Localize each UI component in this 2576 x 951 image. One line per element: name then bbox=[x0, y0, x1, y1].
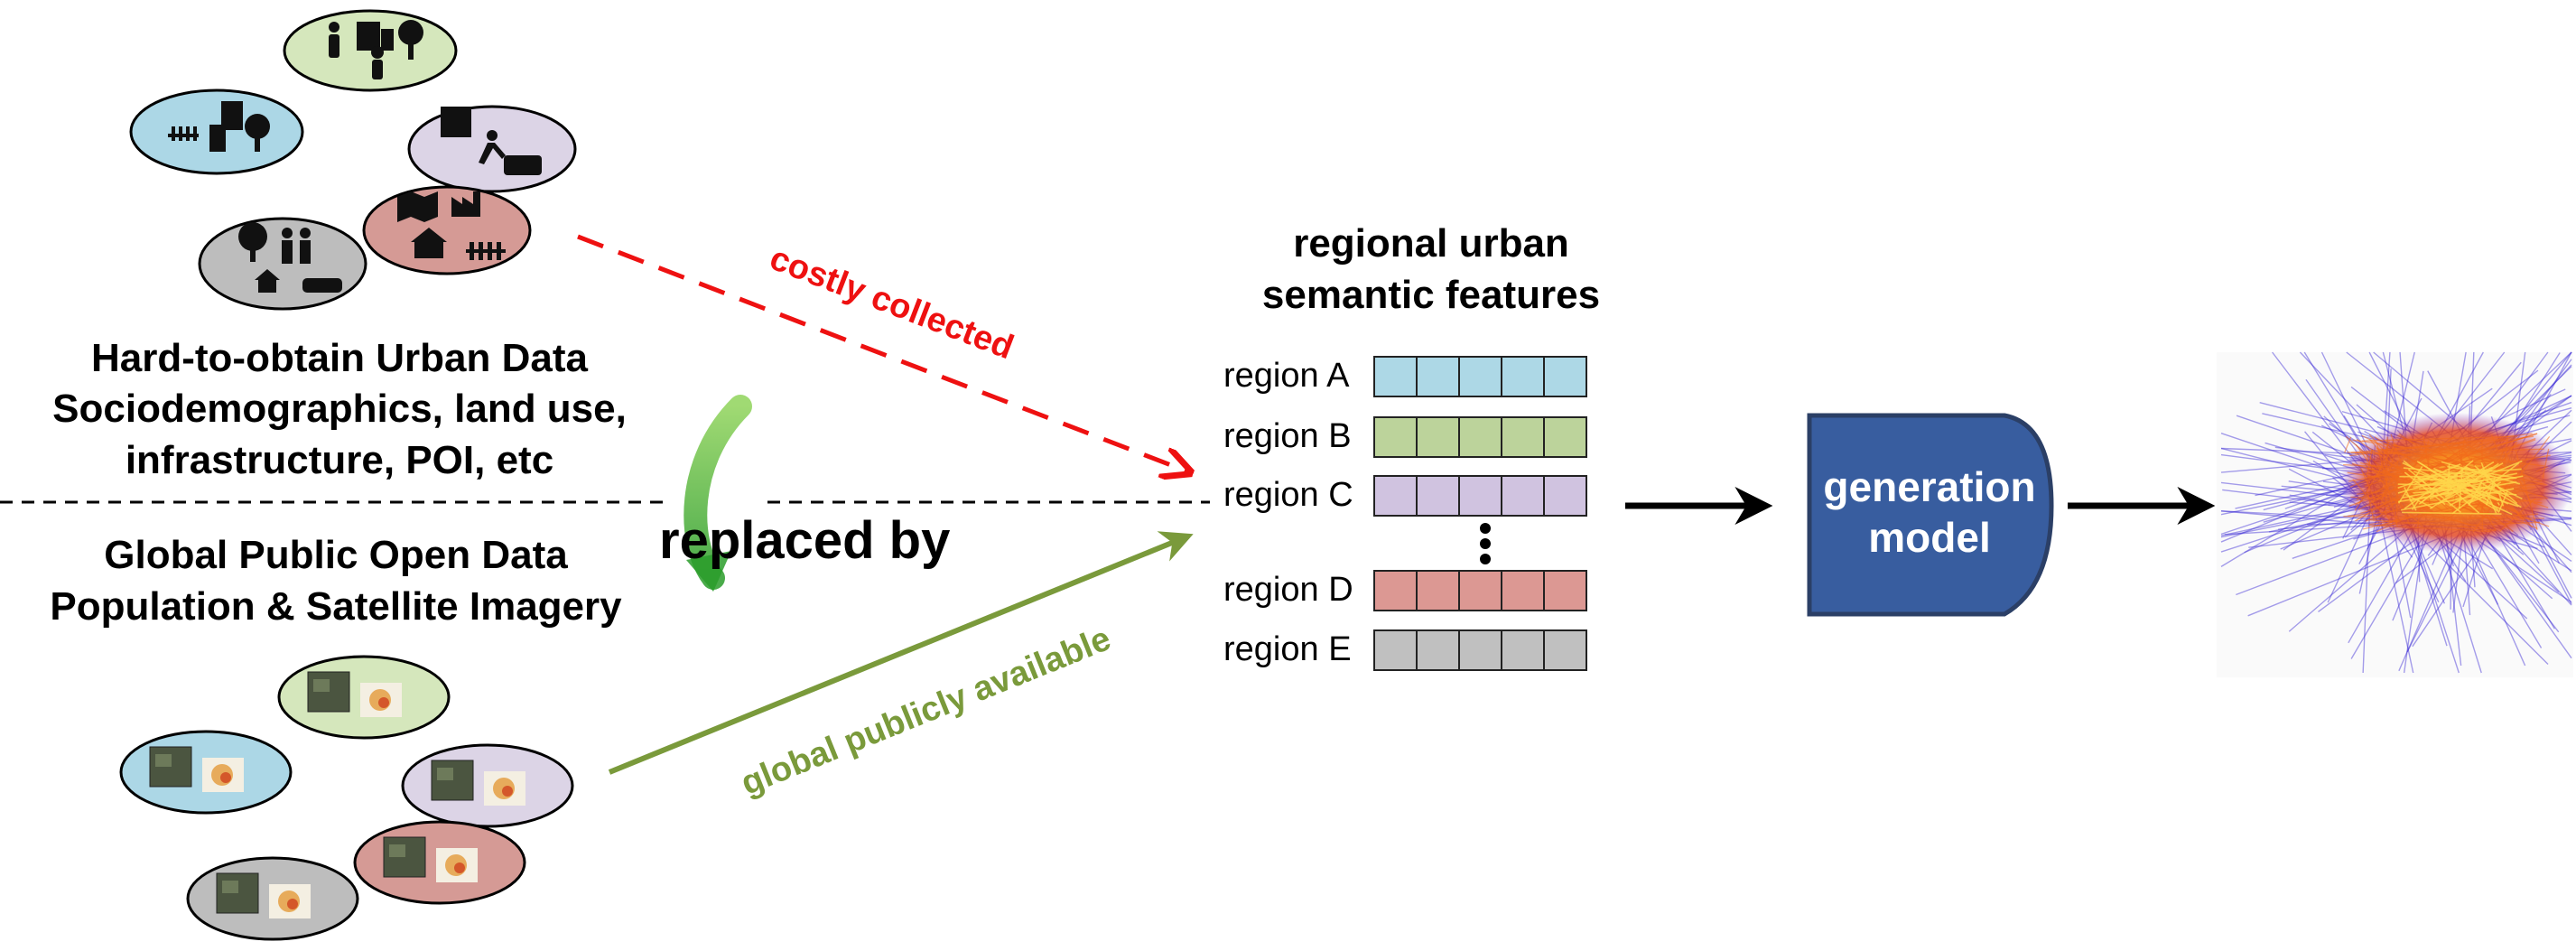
region-row bbox=[1374, 630, 1586, 670]
model-label-line1: generation bbox=[1823, 462, 2035, 511]
feature-cell bbox=[1459, 630, 1502, 670]
feature-cell bbox=[1544, 630, 1586, 670]
feature-cell bbox=[1459, 571, 1502, 611]
building-running-bus-icon-cluster bbox=[409, 107, 575, 191]
open-data-clusters bbox=[121, 657, 572, 939]
costly-arrow bbox=[578, 237, 1187, 471]
feature-cell bbox=[1544, 476, 1586, 516]
region-label: region D bbox=[1223, 571, 1353, 610]
satellite-population-tile-cluster bbox=[355, 822, 525, 903]
region-row bbox=[1374, 571, 1586, 611]
feature-cell bbox=[1374, 476, 1417, 516]
feature-cell bbox=[1374, 630, 1417, 670]
feature-cell bbox=[1544, 571, 1586, 611]
satellite-population-tile-cluster bbox=[279, 657, 449, 738]
region-label: region E bbox=[1223, 630, 1352, 669]
region-row bbox=[1374, 476, 1586, 516]
feature-cell bbox=[1417, 417, 1459, 457]
feature-cell bbox=[1502, 476, 1544, 516]
feature-cell bbox=[1459, 476, 1502, 516]
region-feature-rows bbox=[1374, 357, 1586, 670]
feature-cell bbox=[1502, 571, 1544, 611]
group-building-tree-icon-cluster bbox=[131, 90, 302, 173]
feature-cell bbox=[1417, 476, 1459, 516]
region-label: region C bbox=[1223, 476, 1353, 515]
satellite-population-tile-cluster bbox=[403, 745, 572, 826]
feature-cell bbox=[1417, 630, 1459, 670]
feature-cell bbox=[1374, 571, 1417, 611]
open-data-line2: Population & Satellite Imagery bbox=[50, 584, 621, 629]
hard-data-clusters bbox=[131, 11, 575, 309]
feature-cell bbox=[1544, 357, 1586, 396]
model-label-line2: model bbox=[1868, 513, 1990, 562]
hard-data-line3: infrastructure, POI, etc bbox=[126, 438, 553, 483]
feature-cell bbox=[1374, 357, 1417, 396]
replaced-by-label: replaced by bbox=[659, 510, 950, 571]
open-data-title: Global Public Open Data bbox=[104, 533, 567, 578]
region-label: region A bbox=[1223, 357, 1349, 396]
feature-cell bbox=[1459, 357, 1502, 396]
ellipsis-dots-icon bbox=[1480, 523, 1491, 564]
feature-cell bbox=[1544, 417, 1586, 457]
feature-cell bbox=[1502, 357, 1544, 396]
features-title-line2: semantic features bbox=[1262, 273, 1600, 318]
tree-couple-house-car-icon-cluster bbox=[200, 219, 366, 309]
satellite-population-tile-cluster bbox=[188, 858, 358, 939]
feature-cell bbox=[1502, 630, 1544, 670]
feature-cell bbox=[1417, 571, 1459, 611]
region-label: region B bbox=[1223, 417, 1352, 456]
features-title-line1: regional urban bbox=[1293, 221, 1569, 266]
map-factory-house-people-icon-cluster bbox=[364, 187, 530, 274]
people-building-tree-icon-cluster bbox=[284, 11, 456, 90]
mobility-flow-map bbox=[2217, 352, 2573, 677]
feature-cell bbox=[1374, 417, 1417, 457]
feature-cell bbox=[1502, 417, 1544, 457]
satellite-population-tile-cluster bbox=[121, 732, 291, 813]
feature-cell bbox=[1417, 357, 1459, 396]
region-row bbox=[1374, 417, 1586, 457]
feature-cell bbox=[1459, 417, 1502, 457]
region-row bbox=[1374, 357, 1586, 396]
hard-data-line2: Sociodemographics, land use, bbox=[52, 387, 627, 432]
hard-data-title: Hard-to-obtain Urban Data bbox=[91, 336, 588, 381]
